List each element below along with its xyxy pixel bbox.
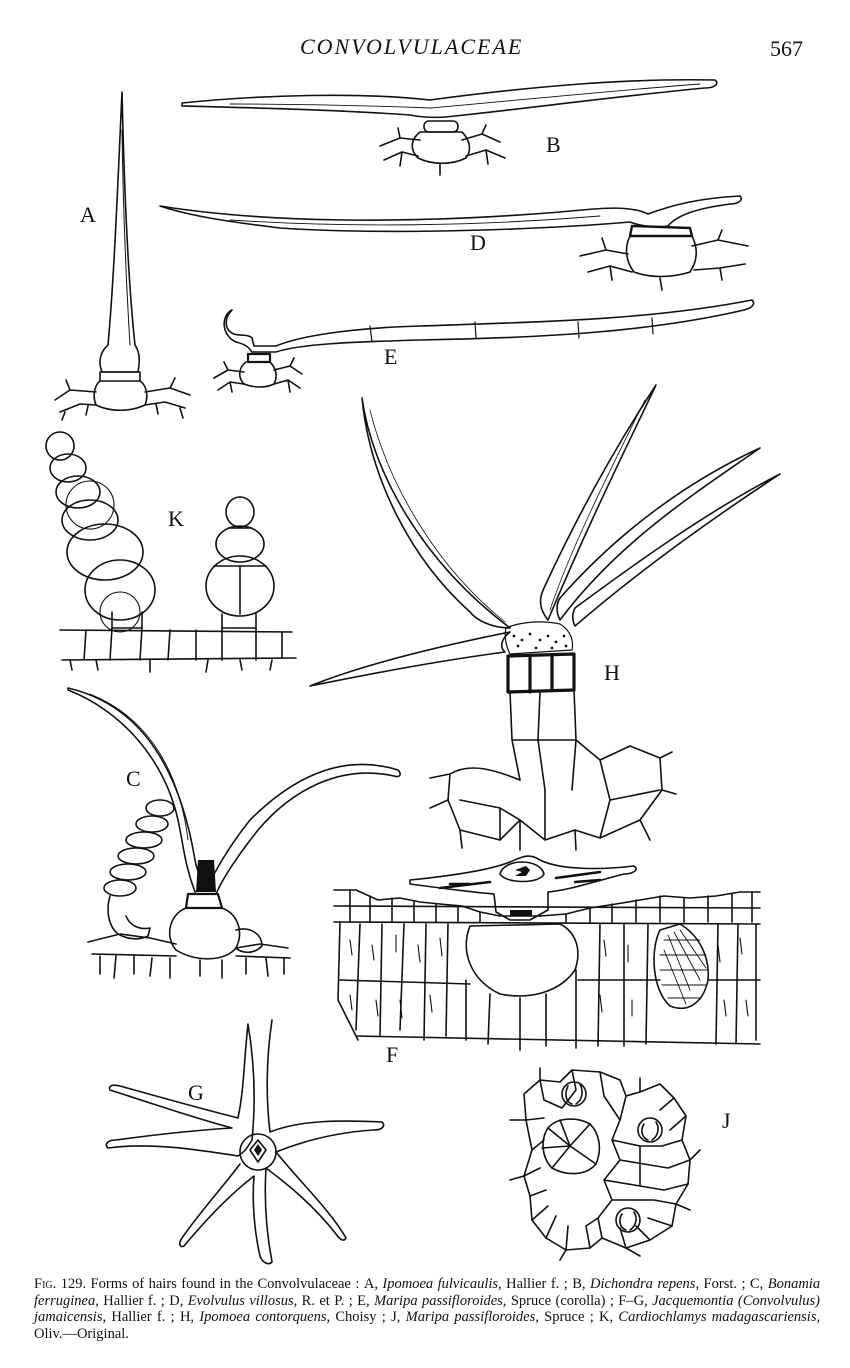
caption-author: Spruce (corolla) ; xyxy=(510,1292,614,1309)
caption-species: Jacquemontia xyxy=(652,1292,734,1309)
figure-j-epidermis xyxy=(509,1067,701,1261)
figure-label-j: J xyxy=(722,1108,731,1133)
caption-species: Evolvulus villosus, xyxy=(187,1292,298,1309)
caption-author: Hallier f. ; xyxy=(111,1309,175,1325)
caption-key: B, xyxy=(572,1276,586,1292)
caption-species: jamaicensis, xyxy=(34,1309,107,1325)
figure-label-c: C xyxy=(126,766,141,791)
caption-species: Maripa passifloroides, xyxy=(374,1292,507,1309)
figure-label-h: H xyxy=(604,660,620,685)
figure-e-hair xyxy=(213,299,755,393)
figure-a-hair xyxy=(54,91,191,421)
caption-key: D, xyxy=(169,1292,184,1309)
caption-intro: Forms of hairs found in the Convolvulace… xyxy=(90,1276,360,1292)
figure-h-hair xyxy=(309,384,781,851)
caption-species: Cardiochlamys madagascariensis, xyxy=(618,1309,821,1325)
caption-author: Hallier f. ; xyxy=(506,1276,568,1292)
figure-label-e: E xyxy=(384,344,397,369)
caption-species: Dichondra repens, xyxy=(590,1276,700,1292)
caption-species: Maripa passifloroides, xyxy=(405,1309,539,1325)
caption-author: Oliv.—Original. xyxy=(34,1325,129,1342)
caption-author: Spruce ; xyxy=(544,1309,594,1325)
caption-key: K, xyxy=(599,1309,614,1325)
caption-author: Forst. ; xyxy=(703,1276,746,1292)
caption-species: (Convolvulus) xyxy=(737,1292,821,1309)
figure-k-hairs xyxy=(45,431,297,673)
caption-species: Bonamia ferruginea, xyxy=(34,1276,821,1309)
figure-label-a: A xyxy=(80,202,96,227)
figure-label-g: G xyxy=(188,1080,204,1105)
caption-key: A, xyxy=(363,1276,378,1292)
figure-label-f: F xyxy=(386,1042,398,1067)
figure-c-hair xyxy=(67,687,401,979)
caption-key: F–G, xyxy=(618,1292,648,1309)
caption-key: H, xyxy=(179,1309,195,1325)
caption-author: R. et P. ; xyxy=(301,1292,353,1309)
caption-species: Ipomoea contorquens, xyxy=(199,1309,331,1325)
caption-key: C, xyxy=(749,1276,764,1292)
caption-key: J, xyxy=(391,1309,401,1325)
caption-species: Ipomoea fulvicaulis, xyxy=(382,1276,502,1292)
page-number: 567 xyxy=(770,36,803,61)
figure-g-stellate-hair xyxy=(105,1019,385,1265)
caption-key: E, xyxy=(357,1292,370,1309)
caption-author: Choisy ; xyxy=(335,1309,386,1325)
figure-caption: Fig. 129. Forms of hairs found in the Co… xyxy=(34,1276,820,1342)
figure-label-k: K xyxy=(168,506,184,531)
figure-b-hair xyxy=(181,78,718,176)
caption-fig-number: Fig. 129. xyxy=(34,1276,87,1292)
figure-d-hair xyxy=(159,195,749,291)
caption-author: Hallier f. ; xyxy=(103,1292,165,1309)
figure-f-leaf-section xyxy=(333,855,761,1051)
figure-label-d: D xyxy=(470,230,486,255)
running-header-title: CONVOLVULACEAE xyxy=(300,34,524,59)
figure-label-b: B xyxy=(546,132,561,157)
